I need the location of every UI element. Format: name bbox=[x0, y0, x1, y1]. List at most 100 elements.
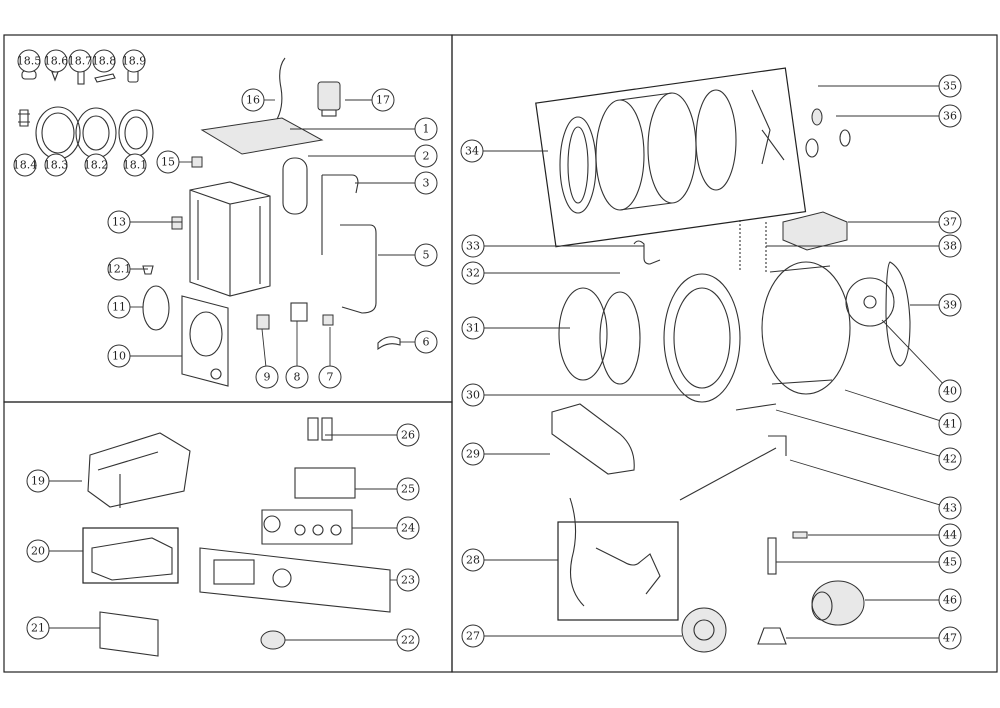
bearings-part-35-36 bbox=[805, 108, 851, 158]
callout-22-label: 22 bbox=[401, 634, 415, 647]
callout-33-circle bbox=[461, 234, 485, 258]
callout-34-label: 34 bbox=[465, 145, 479, 158]
drum-part-34 bbox=[559, 89, 785, 214]
callout-11-circle bbox=[107, 295, 131, 319]
callout-37-circle bbox=[938, 210, 962, 234]
motor-part-46 bbox=[811, 580, 865, 626]
callout-15-label: 15 bbox=[161, 156, 175, 169]
sensor-part-44 bbox=[792, 531, 808, 539]
hose-part-16 bbox=[270, 57, 286, 129]
dispenser-housing-part-19 bbox=[87, 432, 191, 508]
callout-18-7-circle bbox=[68, 49, 92, 73]
callout-36-label: 36 bbox=[943, 110, 957, 123]
callout-35: 35 bbox=[938, 74, 962, 98]
shock-bracket-part-29 bbox=[551, 403, 635, 475]
glass-part-32 bbox=[599, 291, 641, 385]
callout-5: 5 bbox=[414, 243, 438, 267]
callout-35-label: 35 bbox=[943, 80, 957, 93]
panel-right bbox=[451, 34, 998, 673]
control-board-part-24 bbox=[261, 509, 353, 545]
callout-6-label: 6 bbox=[423, 336, 430, 349]
callout-31-label: 31 bbox=[466, 322, 480, 335]
callout-18-2: 18.2 bbox=[84, 153, 108, 177]
callout-34: 34 bbox=[460, 139, 484, 163]
callout-13-circle bbox=[107, 210, 131, 234]
foot-part-12-1 bbox=[142, 265, 154, 275]
leader-line-c40 bbox=[881, 319, 943, 384]
callout-18-6-label: 18.6 bbox=[44, 55, 69, 68]
callout-15: 15 bbox=[156, 150, 180, 174]
callout-18-3-circle bbox=[44, 153, 68, 177]
callout-18-2-circle bbox=[84, 153, 108, 177]
callout-23-label: 23 bbox=[401, 574, 415, 587]
callout-24: 24 bbox=[396, 516, 420, 540]
callout-43-label: 43 bbox=[943, 502, 957, 515]
callout-18-4-label: 18.4 bbox=[13, 159, 38, 172]
callout-27-label: 27 bbox=[466, 630, 480, 643]
callout-24-circle bbox=[396, 516, 420, 540]
pump-part-27 bbox=[681, 607, 727, 653]
callout-27: 27 bbox=[461, 624, 485, 648]
module-part-8 bbox=[290, 302, 308, 322]
callout-42-circle bbox=[938, 447, 962, 471]
callout-35-circle bbox=[938, 74, 962, 98]
callout-28: 28 bbox=[461, 548, 485, 572]
callout-3-label: 3 bbox=[423, 177, 430, 190]
callout-9-circle bbox=[255, 365, 279, 389]
callout-15-circle bbox=[156, 150, 180, 174]
valve-part-17 bbox=[317, 81, 341, 117]
pipe-part-45 bbox=[767, 537, 777, 575]
callout-25-label: 25 bbox=[401, 483, 415, 496]
callout-22: 22 bbox=[396, 628, 420, 652]
callout-39-label: 39 bbox=[943, 299, 957, 312]
callout-40: 40 bbox=[938, 379, 962, 403]
latch-part-13 bbox=[171, 216, 183, 230]
cabinet-frame bbox=[189, 181, 271, 297]
callout-41-label: 41 bbox=[943, 418, 957, 431]
callout-28-circle bbox=[461, 548, 485, 572]
leader-line-c43 bbox=[789, 459, 940, 506]
callout-20-circle bbox=[26, 539, 50, 563]
callout-29-circle bbox=[461, 442, 485, 466]
callout-30-circle bbox=[461, 383, 485, 407]
callout-13: 13 bbox=[107, 210, 131, 234]
callout-43: 43 bbox=[938, 496, 962, 520]
callout-8-label: 8 bbox=[294, 371, 301, 384]
callout-18-4: 18.4 bbox=[13, 153, 38, 177]
switch-part-9 bbox=[256, 314, 270, 330]
front-panel-part-10 bbox=[181, 295, 229, 387]
callout-44-circle bbox=[938, 523, 962, 547]
callout-27-circle bbox=[461, 624, 485, 648]
callout-10: 10 bbox=[107, 344, 131, 368]
callout-21-label: 21 bbox=[31, 622, 45, 635]
callout-19-circle bbox=[26, 469, 50, 493]
relay-part-26 bbox=[307, 417, 333, 441]
callout-18-1-circle bbox=[123, 153, 147, 177]
sensor-part-7 bbox=[322, 314, 334, 326]
door-seal-part-31 bbox=[558, 287, 608, 381]
callout-47-label: 47 bbox=[943, 632, 957, 645]
callout-18-8-circle bbox=[92, 49, 116, 73]
callout-38: 38 bbox=[938, 234, 962, 258]
callout-5-circle bbox=[414, 243, 438, 267]
callout-29: 29 bbox=[461, 442, 485, 466]
pulley-part-40 bbox=[845, 277, 895, 327]
callout-44-label: 44 bbox=[943, 529, 957, 542]
wire-part-3 bbox=[321, 174, 359, 255]
callout-6-circle bbox=[414, 330, 438, 354]
callout-18-8: 18.8 bbox=[92, 49, 116, 73]
callout-46: 46 bbox=[938, 588, 962, 612]
drain-hose-part-28 bbox=[569, 497, 661, 607]
callout-20-label: 20 bbox=[31, 545, 45, 558]
callout-12-1: 12.1 bbox=[107, 257, 131, 281]
callout-19: 19 bbox=[26, 469, 50, 493]
leader-lines bbox=[49, 85, 943, 641]
callout-18-5-circle bbox=[17, 49, 41, 73]
callout-11-label: 11 bbox=[112, 301, 126, 314]
callout-13-label: 13 bbox=[112, 216, 126, 229]
callout-19-label: 19 bbox=[31, 475, 45, 488]
callout-7-label: 7 bbox=[327, 371, 334, 384]
callout-1: 1 bbox=[414, 117, 438, 141]
callout-18-7: 18.7 bbox=[68, 49, 92, 73]
callout-47-circle bbox=[938, 626, 962, 650]
